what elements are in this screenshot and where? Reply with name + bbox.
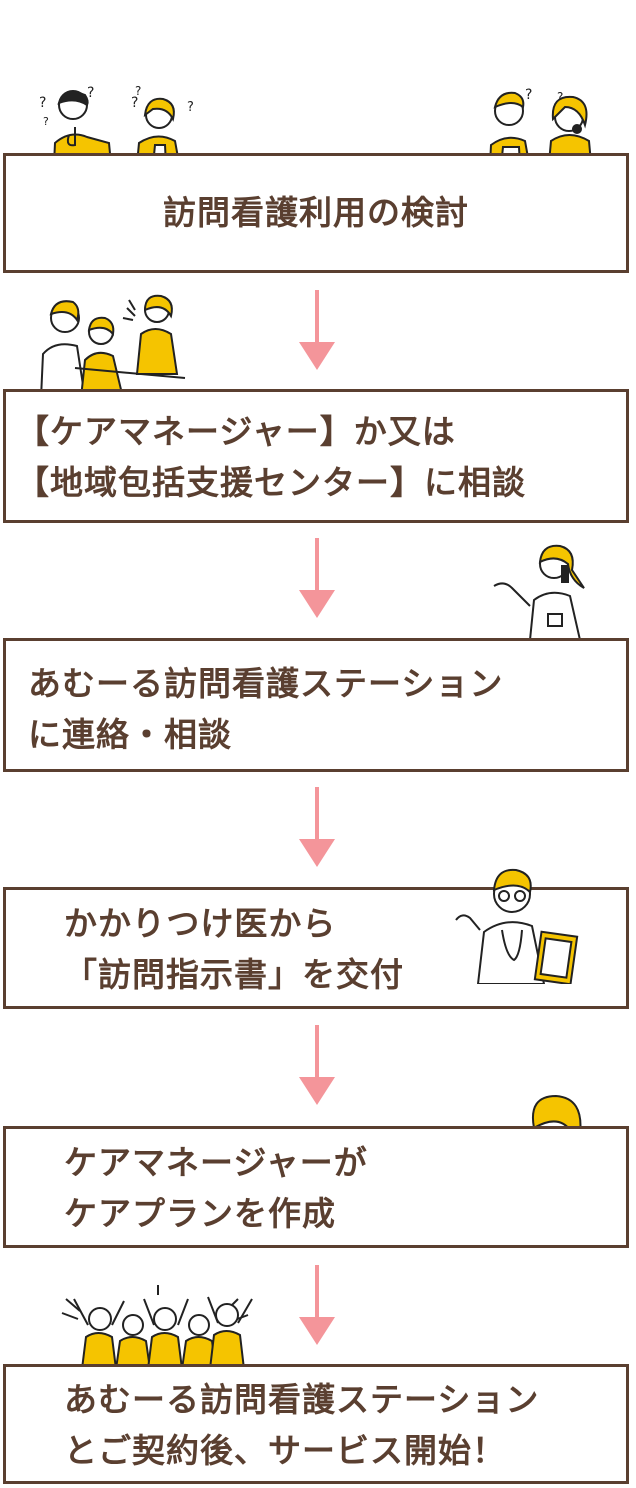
- step-1-line-1: 訪問看護利用の検討: [163, 193, 469, 232]
- step-3-line-2: に連絡・相談: [28, 715, 232, 754]
- step-3-box: あむーる訪問看護ステーション に連絡・相談: [3, 638, 629, 772]
- svg-text:?: ?: [135, 85, 141, 98]
- down-arrow-icon: [299, 1265, 335, 1345]
- down-arrow-icon: [299, 538, 335, 618]
- down-arrow-icon: [299, 290, 335, 370]
- consultation-meeting-icon: [39, 294, 186, 398]
- svg-text:?: ?: [525, 87, 532, 103]
- step-4-line-2: 「訪問指示書」を交付: [64, 955, 404, 994]
- step-6-line-2: とご契約後、サービス開始！: [64, 1431, 506, 1470]
- step-2-line-1: 【ケアマネージャー】か又は: [16, 412, 456, 451]
- step-5-line-1: ケアマネージャーが: [64, 1143, 368, 1182]
- svg-text:?: ?: [131, 95, 138, 111]
- nurse-on-phone-icon: [493, 544, 585, 640]
- svg-text:?: ?: [557, 90, 563, 104]
- step-1-box: 訪問看護利用の検討: [3, 153, 629, 273]
- step-3-line-1: あむーる訪問看護ステーション: [28, 664, 504, 703]
- step-6-box: あむーる訪問看護ステーション とご契約後、サービス開始！: [3, 1364, 629, 1484]
- celebrating-group-icon: [61, 1285, 253, 1369]
- step-5-line-2: ケアプランを作成: [64, 1194, 336, 1233]
- svg-text:?: ?: [39, 95, 46, 111]
- step-6-line-1: あむーる訪問看護ステーション: [64, 1380, 540, 1419]
- svg-text:?: ?: [187, 100, 194, 115]
- down-arrow-icon: [299, 1025, 335, 1105]
- svg-text:?: ?: [87, 85, 94, 101]
- down-arrow-icon: [299, 787, 335, 867]
- step-4-line-1: かかりつけ医から: [64, 904, 337, 943]
- doctor-with-clipboard-icon: [455, 868, 579, 984]
- step-5-box: ケアマネージャーが ケアプランを作成: [3, 1126, 629, 1248]
- step-2-box: 【ケアマネージャー】か又は 【地域包括支援センター】に相談: [3, 389, 629, 523]
- svg-text:?: ?: [43, 115, 49, 128]
- step-2-line-2: 【地域包括支援センター】に相談: [16, 463, 526, 502]
